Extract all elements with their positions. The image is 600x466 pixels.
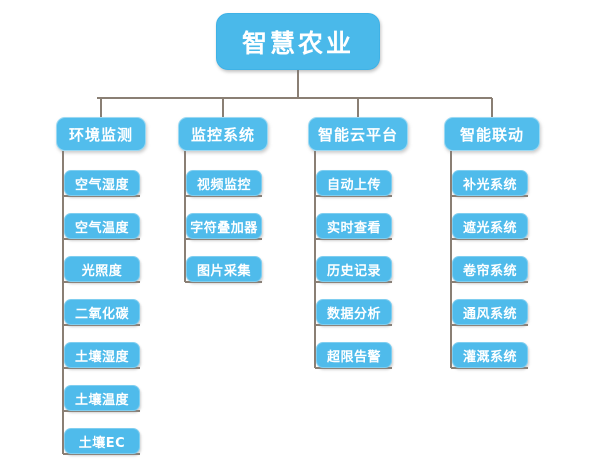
leaf-node-0-2[interactable]: 光照度 <box>64 256 140 282</box>
leaf-node-0-0[interactable]: 空气湿度 <box>64 170 140 196</box>
leaf-node-2-2[interactable]: 历史记录 <box>316 256 392 282</box>
leaf-node-3-1[interactable]: 遮光系统 <box>452 213 528 239</box>
leaf-node-0-1[interactable]: 空气温度 <box>64 213 140 239</box>
leaf-node-2-0[interactable]: 自动上传 <box>316 170 392 196</box>
branch-node-1[interactable]: 监控系统 <box>178 117 268 151</box>
leaf-node-0-4[interactable]: 土壤湿度 <box>64 342 140 368</box>
leaf-node-3-0[interactable]: 补光系统 <box>452 170 528 196</box>
branch-node-3[interactable]: 智能联动 <box>444 117 540 151</box>
leaf-node-1-2[interactable]: 图片采集 <box>186 256 262 282</box>
leaf-node-0-5[interactable]: 土壤温度 <box>64 385 140 411</box>
leaf-node-2-4[interactable]: 超限告警 <box>316 342 392 368</box>
branch-node-2[interactable]: 智能云平台 <box>308 117 408 151</box>
leaf-node-1-0[interactable]: 视频监控 <box>186 170 262 196</box>
leaf-node-0-6[interactable]: 土壤EC <box>64 428 140 454</box>
leaf-node-3-3[interactable]: 通风系统 <box>452 299 528 325</box>
leaf-node-2-1[interactable]: 实时查看 <box>316 213 392 239</box>
leaf-node-1-1[interactable]: 字符叠加器 <box>186 213 262 239</box>
leaf-node-3-4[interactable]: 灌溉系统 <box>452 342 528 368</box>
leaf-node-2-3[interactable]: 数据分析 <box>316 299 392 325</box>
leaf-node-0-3[interactable]: 二氧化碳 <box>64 299 140 325</box>
branch-node-0[interactable]: 环境监测 <box>56 117 146 151</box>
root-node-smart-agriculture[interactable]: 智慧农业 <box>216 13 380 70</box>
leaf-node-3-2[interactable]: 卷帘系统 <box>452 256 528 282</box>
